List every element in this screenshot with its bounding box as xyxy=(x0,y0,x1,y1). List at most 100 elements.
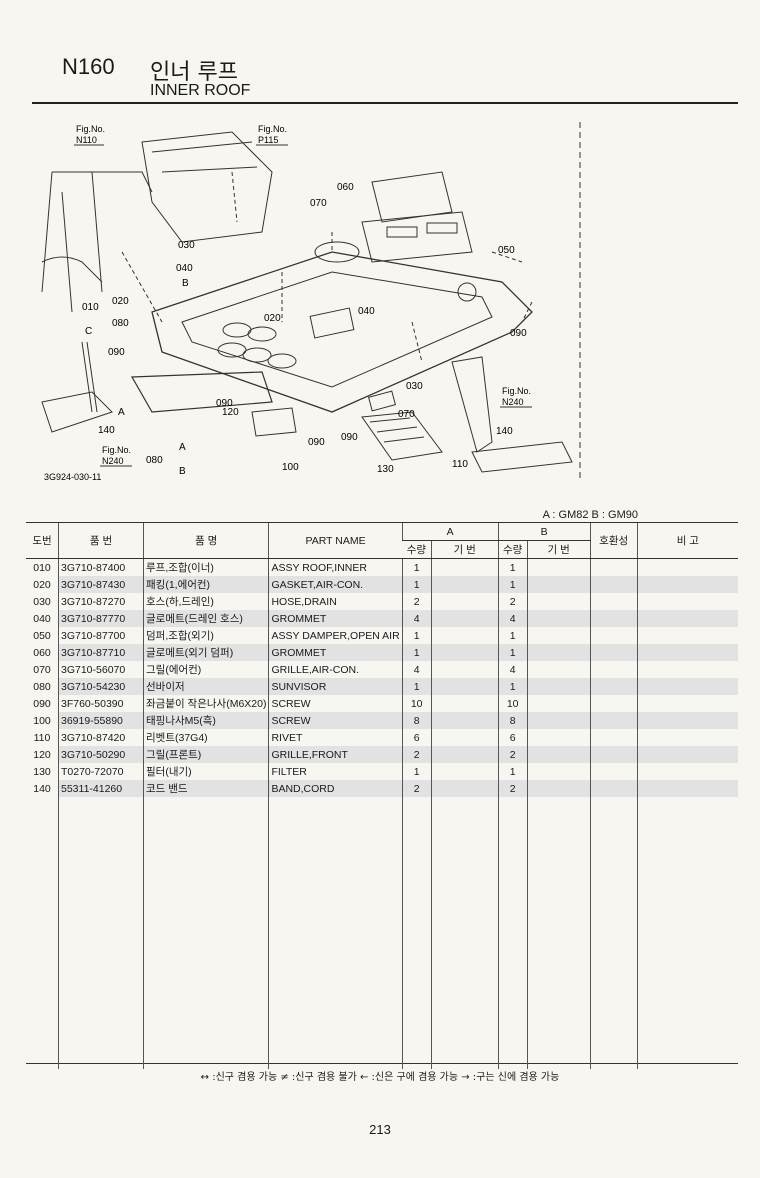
row-part-name: GASKET,AIR-CON. xyxy=(268,576,403,593)
empty-cell xyxy=(401,933,432,950)
row-part-name: SUNVISOR xyxy=(268,678,403,695)
row-part-name: BAND,CORD xyxy=(268,780,403,797)
empty-cell xyxy=(526,797,591,814)
empty-cell xyxy=(497,1035,528,1052)
row-qty-b: 2 xyxy=(497,593,528,610)
empty-row xyxy=(26,916,738,933)
empty-cell xyxy=(497,950,528,967)
row-remark-b xyxy=(526,558,591,576)
header-note: 비 고 xyxy=(636,523,738,559)
callout-a: A xyxy=(118,407,125,418)
row-number: 030 xyxy=(33,595,51,608)
empty-cell xyxy=(58,848,144,865)
row-qty-a: 2 xyxy=(401,780,432,797)
empty-cell xyxy=(268,1035,403,1052)
row-qty-b: 4 xyxy=(497,661,528,678)
row-note xyxy=(636,558,738,576)
row-part-name: GROMMET xyxy=(268,644,403,661)
empty-cell xyxy=(401,814,432,831)
callout-100: 100 xyxy=(282,462,299,473)
callout-labels: 060 070 030 040 B 010 020 080 090 C 020 … xyxy=(82,182,527,477)
row-compat xyxy=(589,746,638,763)
fig-ref-label: Fig.No. xyxy=(76,124,105,134)
callout-b: B xyxy=(182,278,189,289)
fig-ref-label: Fig.No. xyxy=(102,445,131,455)
empty-cell xyxy=(497,831,528,848)
header-group-a: A xyxy=(401,523,499,541)
row-remark-b xyxy=(526,610,591,627)
row-name-korean: 글로메트(외기 덤퍼) xyxy=(142,644,269,661)
empty-cell xyxy=(430,797,499,814)
row-name-korean: 패킹(1,에어컨) xyxy=(142,576,269,593)
row-compat xyxy=(589,695,638,712)
empty-cell xyxy=(58,797,144,814)
row-compat xyxy=(589,627,638,644)
empty-cell xyxy=(589,848,638,865)
empty-cell xyxy=(526,1018,591,1035)
empty-row xyxy=(26,831,738,848)
empty-cell xyxy=(589,1001,638,1018)
row-remark-b xyxy=(526,763,591,780)
empty-cell xyxy=(26,916,59,933)
row-qty-a: 1 xyxy=(401,558,432,576)
row-part-number: 3G710-87420 xyxy=(58,729,144,746)
fig-ref-n240-left: Fig.No. N240 xyxy=(100,445,132,467)
empty-cell xyxy=(526,882,591,899)
model-note: A : GM82 B : GM90 xyxy=(542,509,638,521)
row-part-name: GROMMET xyxy=(268,610,403,627)
empty-cell xyxy=(401,882,432,899)
empty-cell xyxy=(401,848,432,865)
row-remark-a xyxy=(430,763,499,780)
row-number: 090 xyxy=(33,697,51,710)
row-part-number: 3G710-87700 xyxy=(58,627,144,644)
row-part-number: 3G710-87400 xyxy=(58,558,144,576)
row-remark-b xyxy=(526,695,591,712)
callout-040-b: 040 xyxy=(358,306,375,317)
empty-cell xyxy=(430,933,499,950)
callout-140-b: 140 xyxy=(496,426,513,437)
empty-cell xyxy=(589,967,638,984)
row-part-name: GRILLE,FRONT xyxy=(268,746,403,763)
empty-cell xyxy=(430,831,499,848)
empty-cell xyxy=(401,967,432,984)
row-remark-a xyxy=(430,695,499,712)
row-qty-b: 1 xyxy=(497,678,528,695)
empty-cell xyxy=(497,865,528,882)
row-remark-a xyxy=(430,558,499,576)
empty-cell xyxy=(58,899,144,916)
row-remark-b xyxy=(526,729,591,746)
empty-cell xyxy=(401,1052,432,1069)
row-part-name: GRILLE,AIR-CON. xyxy=(268,661,403,678)
row-remark-a xyxy=(430,746,499,763)
empty-cell xyxy=(497,797,528,814)
empty-cell xyxy=(268,831,403,848)
row-note xyxy=(636,610,738,627)
empty-cell xyxy=(636,797,738,814)
fig-ref-label: Fig.No. xyxy=(258,124,287,134)
row-number: 020 xyxy=(33,578,51,591)
row-qty-b: 1 xyxy=(497,576,528,593)
row-name-korean: 글로메트(드레인 호스) xyxy=(142,610,269,627)
row-note xyxy=(636,729,738,746)
row-remark-a xyxy=(430,712,499,729)
row-part-number: 3G710-56070 xyxy=(58,661,144,678)
fig-ref-label: Fig.No. xyxy=(502,386,531,396)
row-name-korean: 태핑나사M5(흑) xyxy=(142,712,269,729)
empty-row xyxy=(26,933,738,950)
empty-cell xyxy=(430,865,499,882)
row-part-number: 3G710-87430 xyxy=(58,576,144,593)
callout-030: 030 xyxy=(178,240,195,251)
empty-cell xyxy=(430,848,499,865)
row-qty-a: 4 xyxy=(401,661,432,678)
empty-cell xyxy=(268,950,403,967)
row-remark-b xyxy=(526,576,591,593)
empty-cell xyxy=(401,797,432,814)
empty-cell xyxy=(589,933,638,950)
empty-row xyxy=(26,950,738,967)
empty-cell xyxy=(142,899,269,916)
